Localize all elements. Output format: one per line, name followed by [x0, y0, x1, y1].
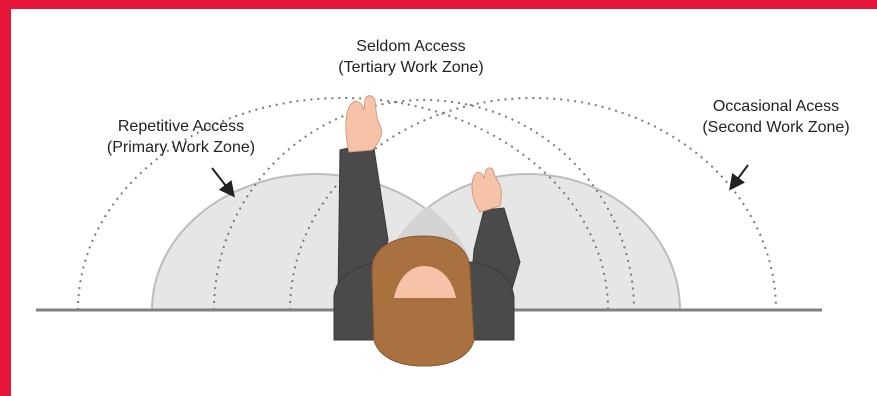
occasional-access-label: Occasional Acess (Second Work Zone) [666, 96, 877, 138]
seldom-title: Seldom Access [301, 36, 521, 57]
right-hand [472, 168, 501, 212]
repetitive-title: Repetitive Access [71, 116, 291, 137]
repetitive-subtitle: (Primary Work Zone) [71, 137, 291, 158]
occasional-title: Occasional Acess [666, 96, 877, 117]
occasional-subtitle: (Second Work Zone) [666, 117, 877, 138]
seldom-access-label: Seldom Access (Tertiary Work Zone) [301, 36, 521, 78]
seldom-subtitle: (Tertiary Work Zone) [301, 57, 521, 78]
arrow-down-left-icon [731, 165, 748, 188]
hair [372, 236, 474, 366]
left-hand [346, 96, 382, 152]
repetitive-access-label: Repetitive Access (Primary Work Zone) [71, 116, 291, 158]
diagram-canvas: Seldom Access (Tertiary Work Zone) Repet… [11, 9, 877, 396]
arrow-down-right-icon [212, 168, 233, 195]
